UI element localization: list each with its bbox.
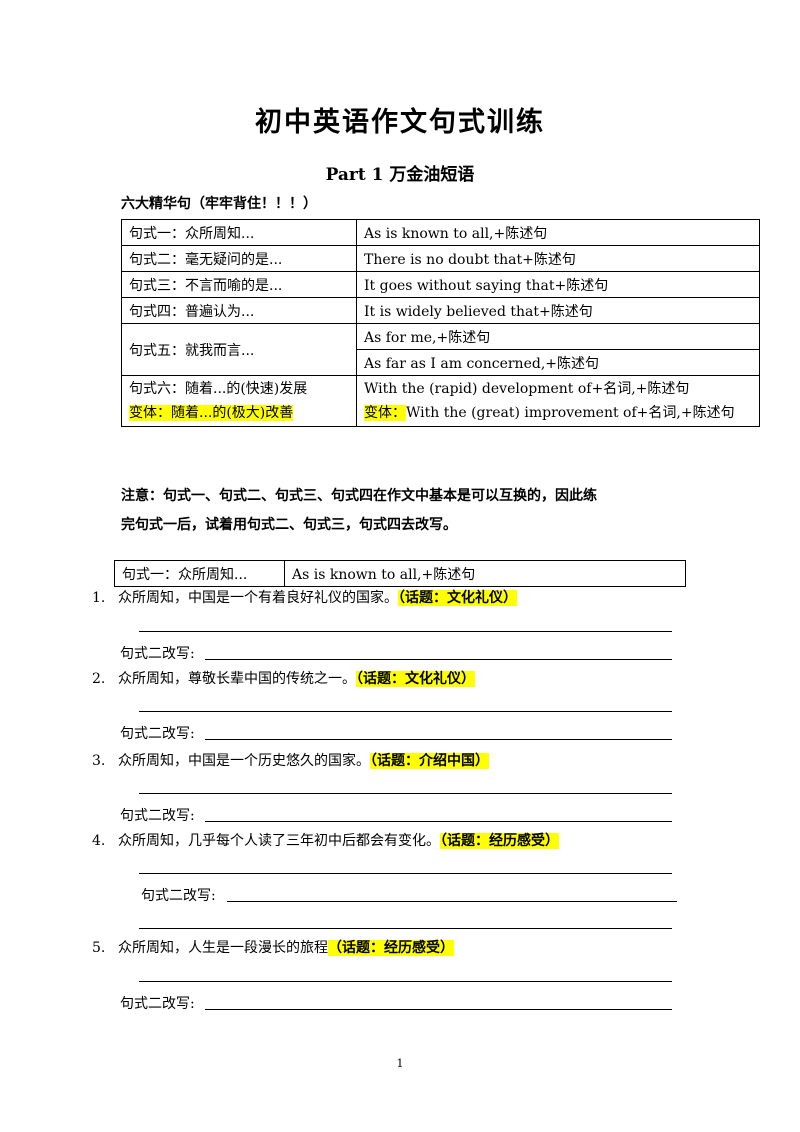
answer-line[interactable] (139, 793, 672, 794)
pattern-en-alt: As far as I am concerned,+陈述句 (356, 349, 760, 376)
answer-line[interactable] (139, 711, 672, 712)
exercise-number: 1. (92, 590, 106, 606)
rewrite-label: 句式二改写: (120, 996, 195, 1012)
pattern-en: With the (rapid) development of+名词,+陈述句 … (356, 375, 760, 427)
exercise-text: 众所周知，中国是一个有着良好礼仪的国家。 (118, 590, 398, 606)
exercise-item: 1. 众所周知，中国是一个有着良好礼仪的国家。（话题：文化礼仪） (92, 587, 517, 607)
topic-tag: （话题：文化礼仪） (356, 671, 475, 687)
exercise-item: 3. 众所周知，中国是一个历史悠久的国家。（话题：介绍中国） (92, 750, 489, 770)
exercise-text: 众所周知，尊敬长辈中国的传统之一。 (118, 671, 356, 687)
part-subtitle: Part 1 万金油短语 (325, 165, 475, 185)
table-row: 句式一：众所周知... As is known to all,+陈述句 (121, 219, 760, 246)
exercise-item: 5. 众所周知，人生是一段漫长的旅程（话题：经历感受） (92, 937, 454, 957)
topic-tag: （话题：经历感受） (328, 940, 454, 956)
table-row: 句式一：众所周知... As is known to all,+陈述句 (114, 560, 686, 587)
section-label: 六大精华句（牢牢背住！！！） (121, 196, 317, 212)
pattern-cn: 句式二：毫无疑问的是... (121, 245, 357, 272)
topic-tag: （话题：介绍中国） (370, 753, 489, 769)
exercise-text: 众所周知，人生是一段漫长的旅程 (118, 940, 328, 956)
note: 注意：句式一、句式二、句式三、句式四在作文中基本是可以互换的，因此练 完句式一后… (121, 482, 681, 540)
exercise-item: 2. 众所周知，尊敬长辈中国的传统之一。（话题：文化礼仪） (92, 668, 475, 688)
pattern-cn: 句式四：普遍认为... (121, 297, 357, 324)
pattern-en: It is widely believed that+陈述句 (356, 297, 760, 324)
variant-label: 变体： (364, 405, 406, 421)
table-row: 句式六：随着...的(快速)发展 变体：随着...的(极大)改善 With th… (121, 375, 760, 427)
pattern-cn: 句式五：就我而言... (121, 323, 357, 376)
exercise-number: 2. (92, 671, 106, 687)
rewrite-line[interactable] (205, 739, 672, 740)
answer-line[interactable] (139, 928, 672, 929)
note-line: 完句式一后，试着用句式二、句式三，句式四去改写。 (121, 517, 457, 533)
rewrite-line[interactable] (205, 1009, 672, 1010)
exercise-text: 众所周知，几乎每个人读了三年初中后都会有变化。 (118, 833, 440, 849)
table-row: 句式五：就我而言... As for me,+陈述句 (121, 323, 760, 376)
pattern-cn: 句式三：不言而喻的是... (121, 271, 357, 298)
page-title: 初中英语作文句式训练 (255, 107, 545, 138)
answer-line[interactable] (139, 981, 672, 982)
rewrite-line[interactable] (205, 659, 672, 660)
pattern-cn-main: 句式六：随着...的(快速)发展 (129, 381, 308, 397)
rewrite-label: 句式二改写: (120, 726, 195, 742)
table-row: As far as I am concerned,+陈述句 (122, 349, 760, 376)
pattern-en: It goes without saying that+陈述句 (356, 271, 760, 298)
exercise-number: 5. (92, 940, 106, 956)
exercise-number: 4. (92, 833, 106, 849)
pattern-en: As for me,+陈述句 (356, 323, 760, 350)
exercise-text: 众所周知，中国是一个历史悠久的国家。 (118, 753, 370, 769)
table-row: 句式四：普遍认为... It is widely believed that+陈… (121, 297, 760, 324)
rewrite-line[interactable] (227, 901, 677, 902)
exercise-number: 3. (92, 753, 106, 769)
note-line: 注意：句式一、句式二、句式三、句式四在作文中基本是可以互换的，因此练 (121, 488, 597, 504)
rewrite-label: 句式二改写: (120, 808, 195, 824)
sentence-pattern-table: 句式一：众所周知... As is known to all,+陈述句 句式二：… (121, 219, 760, 427)
pattern-en: There is no doubt that+陈述句 (356, 245, 760, 272)
pattern-cn: 句式一：众所周知... (114, 560, 285, 587)
page-number: 1 (396, 1057, 404, 1070)
rewrite-label: 句式二改写: (120, 646, 195, 662)
topic-tag: （话题：经历感受） (440, 833, 559, 849)
table-row: 句式三：不言而喻的是... It goes without saying tha… (121, 271, 760, 298)
pattern-en: As is known to all,+陈述句 (356, 219, 760, 246)
pattern-en: As is known to all,+陈述句 (284, 560, 686, 587)
answer-line[interactable] (139, 873, 672, 874)
rewrite-label: 句式二改写: (141, 888, 216, 904)
rewrite-line[interactable] (205, 821, 672, 822)
answer-line[interactable] (139, 631, 672, 632)
pattern-one-table: 句式一：众所周知... As is known to all,+陈述句 (114, 560, 686, 587)
exercise-item: 4. 众所周知，几乎每个人读了三年初中后都会有变化。（话题：经历感受） (92, 830, 559, 850)
pattern-cn: 句式一：众所周知... (121, 219, 357, 246)
pattern-cn-variant: 变体：随着...的(极大)改善 (129, 405, 294, 421)
table-row: 句式二：毫无疑问的是... There is no doubt that+陈述句 (121, 245, 760, 272)
pattern-en-main: With the (rapid) development of+名词,+陈述句 (364, 381, 690, 397)
pattern-cn: 句式六：随着...的(快速)发展 变体：随着...的(极大)改善 (121, 375, 357, 427)
pattern-en-variant: With the (great) improvement of+名词,+陈述句 (406, 405, 735, 421)
topic-tag: （话题：文化礼仪） (398, 590, 517, 606)
